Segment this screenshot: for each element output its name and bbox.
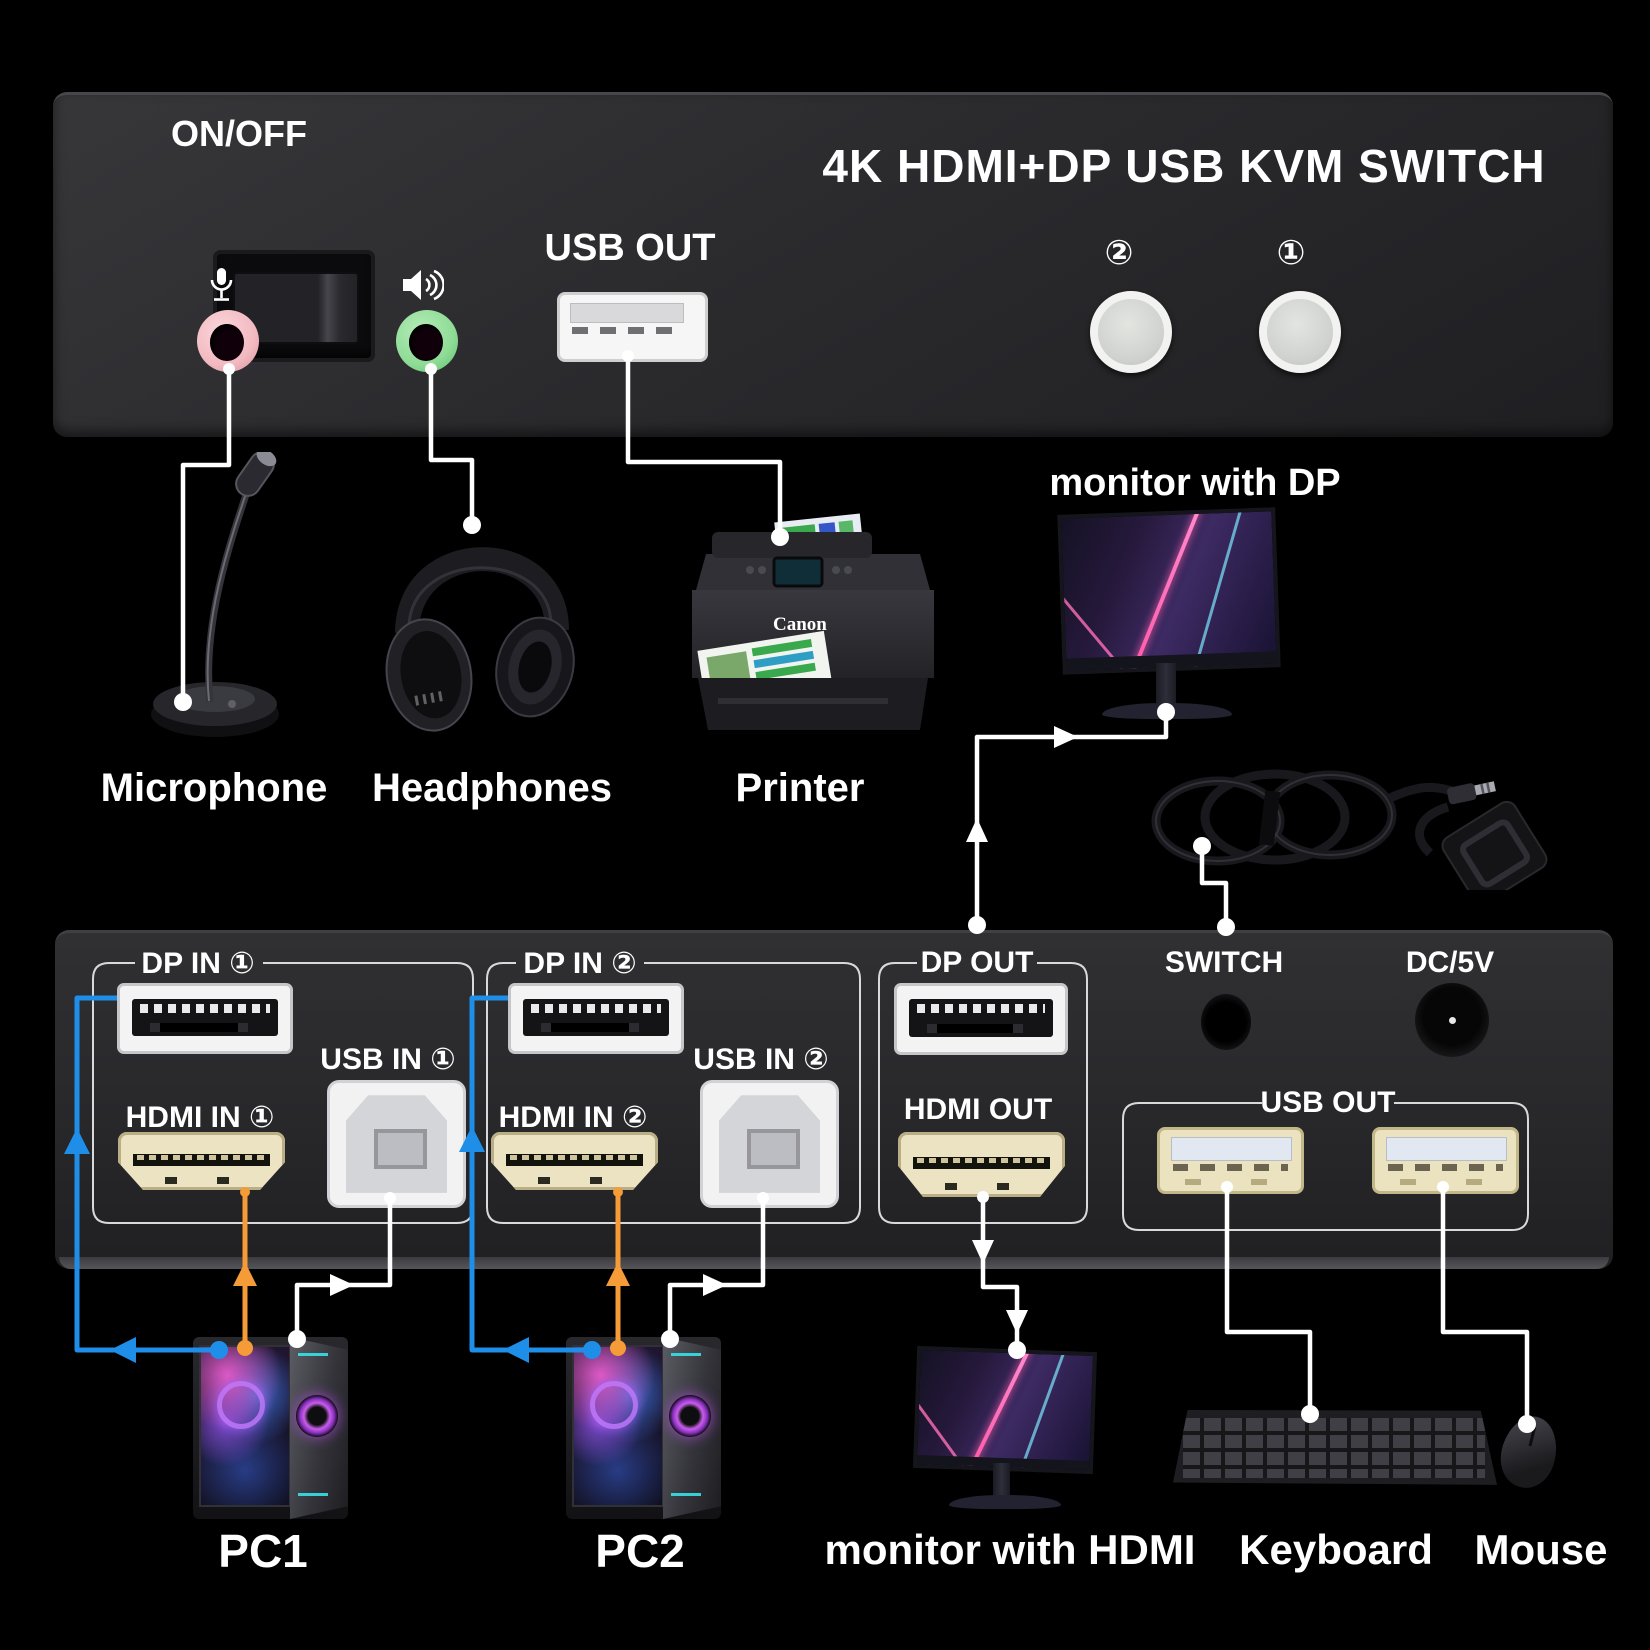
dp-in-1-label: DP IN ① xyxy=(141,947,255,980)
pc2-label: PC2 xyxy=(595,1525,685,1577)
button-2-label: ② xyxy=(1104,234,1134,272)
front-usb-out-label: USB OUT xyxy=(544,227,716,269)
monitor-hdmi-device xyxy=(905,1335,1105,1520)
keyboard-label: Keyboard xyxy=(1239,1526,1433,1573)
usb-in-2-label: USB IN ② xyxy=(693,1043,829,1076)
printer-device: Canon xyxy=(692,513,934,730)
dc-label: DC/5V xyxy=(1405,946,1495,979)
hdmi-out-port xyxy=(898,1132,1065,1197)
switch-port xyxy=(1201,994,1251,1050)
hdmi-in-1-port xyxy=(118,1132,285,1190)
hdmi-in-2-label: HDMI IN ② xyxy=(498,1101,648,1134)
hdmi-in-2-port xyxy=(491,1132,658,1190)
monitor-hdmi-label: monitor with HDMI xyxy=(824,1526,1196,1573)
back-usb-out-label: USB OUT xyxy=(1260,1086,1396,1119)
back-usb-out-port-1 xyxy=(1157,1127,1304,1194)
dp-in-2-label: DP IN ② xyxy=(523,947,637,980)
monitor-dp-device xyxy=(1050,495,1285,730)
dp-out-label: DP OUT xyxy=(920,946,1034,979)
pc1-label: PC1 xyxy=(218,1525,308,1577)
dp-in-1-port xyxy=(117,983,293,1054)
pc2-device xyxy=(566,1337,721,1519)
usb-in-2-port xyxy=(700,1080,839,1208)
pc1-device xyxy=(193,1337,348,1519)
printer-brand-text: Canon xyxy=(773,614,827,635)
select-pc2-button xyxy=(1090,291,1172,373)
hdmi-out-label: HDMI OUT xyxy=(903,1093,1053,1126)
switch-label: SWITCH xyxy=(1164,946,1284,979)
microphone-label: Microphone xyxy=(100,766,328,810)
switch-cable-device xyxy=(1151,769,1548,890)
usb-in-1-port xyxy=(327,1080,466,1208)
headphone-jack-green xyxy=(396,310,458,372)
keyboard-device xyxy=(1173,1410,1497,1485)
product-title: 4K HDMI+DP USB KVM SWITCH xyxy=(822,140,1546,192)
headphones-label: Headphones xyxy=(371,766,613,810)
front-usb-out-port xyxy=(557,292,708,362)
usb-in-1-label: USB IN ① xyxy=(320,1043,456,1076)
dp-out-port xyxy=(894,983,1068,1055)
dp-in-2-port xyxy=(508,983,684,1054)
mouse-label: Mouse xyxy=(1474,1526,1608,1573)
select-pc1-button xyxy=(1259,291,1341,373)
hdmi-in-1-label: HDMI IN ① xyxy=(125,1101,275,1134)
monitor-dp-label: monitor with DP xyxy=(1049,462,1341,504)
mouse-device xyxy=(1494,1410,1564,1494)
power-label: ON/OFF xyxy=(171,113,307,154)
button-1-label: ① xyxy=(1276,234,1306,272)
printer-label: Printer xyxy=(735,766,865,810)
speaker-icon xyxy=(403,269,444,301)
dc-power-port xyxy=(1415,983,1489,1057)
kvm-front-panel: ON/OFF 4K HDMI+DP USB KVM SWITCH USB OUT… xyxy=(53,92,1613,437)
headphones-device xyxy=(385,547,575,732)
microphone-icon xyxy=(210,268,233,301)
mic-jack-pink xyxy=(197,310,259,372)
back-usb-out-port-2 xyxy=(1372,1127,1519,1194)
microphone-device xyxy=(151,452,279,737)
